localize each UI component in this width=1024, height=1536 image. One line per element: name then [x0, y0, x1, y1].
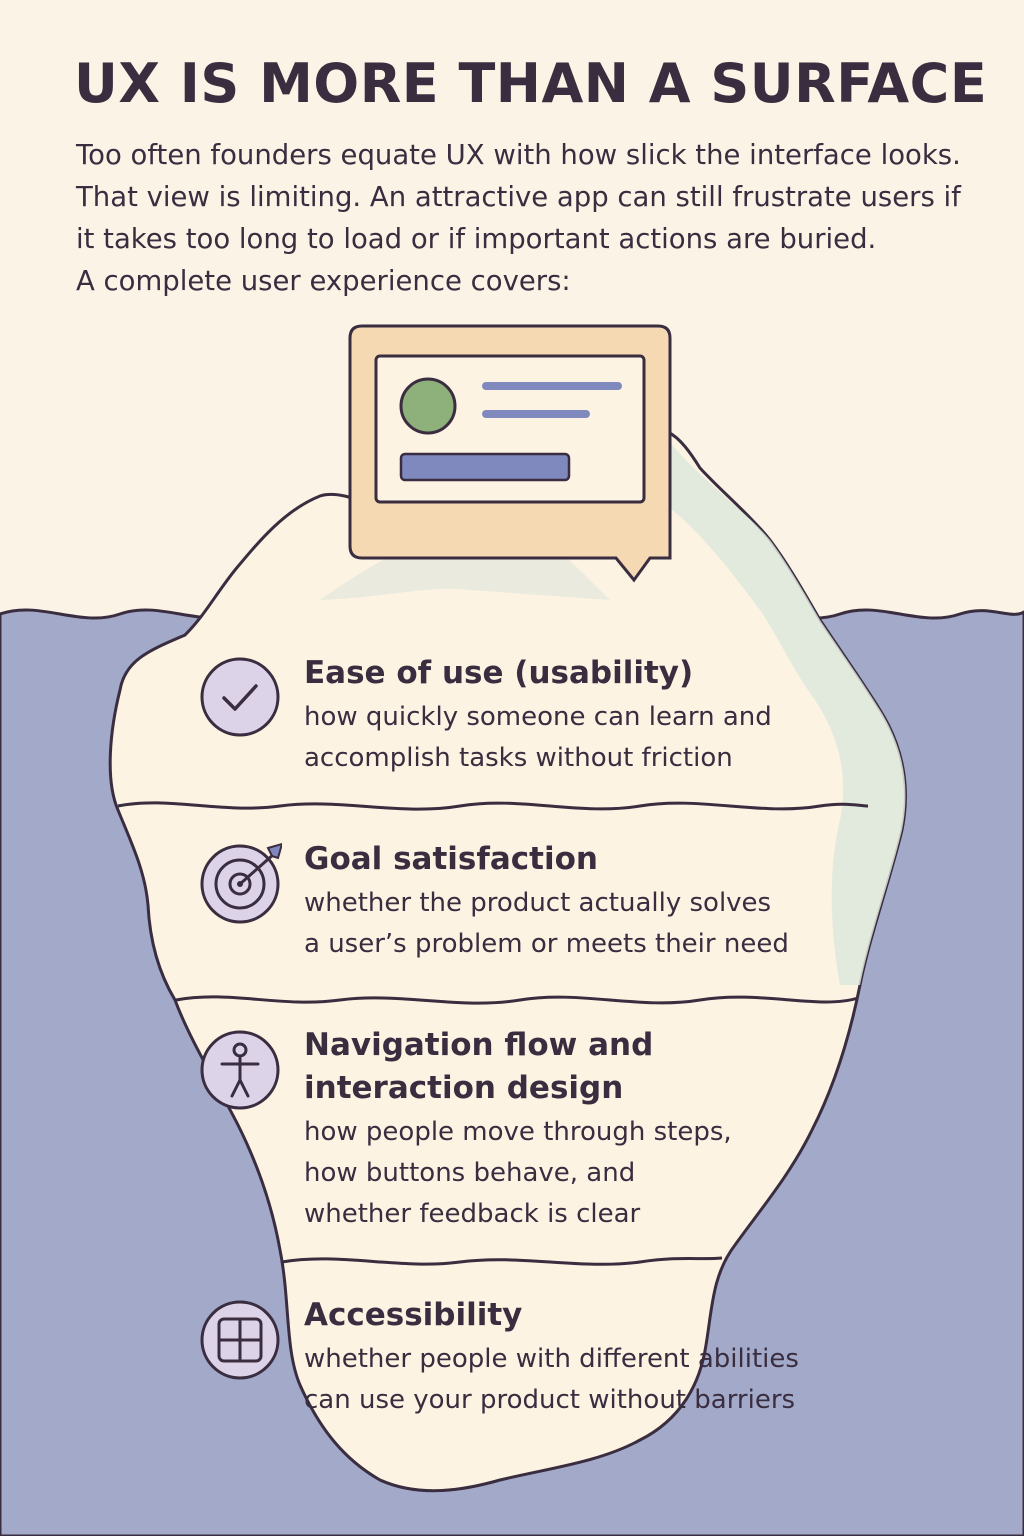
layer-description: a user’s problem or meets their need	[304, 929, 789, 959]
person-icon	[198, 1028, 282, 1112]
page-title: UX IS MORE THAN A SURFACE	[74, 52, 988, 115]
layer-heading: interaction design	[304, 1070, 624, 1106]
intro-line: That view is limiting. An attractive app…	[76, 181, 961, 213]
intro-paragraph: Too often founders equate UX with how sl…	[76, 134, 1016, 302]
app-screen-icon	[348, 324, 672, 583]
layer-navigation-interaction: Navigation flow and interaction design h…	[0, 1020, 1024, 1250]
layer-text: Navigation flow and interaction design h…	[304, 1024, 864, 1235]
layer-description: how quickly someone can learn and	[304, 702, 772, 732]
layer-text: Goal satisfaction whether the product ac…	[304, 838, 864, 965]
layer-heading: Goal satisfaction	[304, 841, 598, 877]
layer-description: how buttons behave, and	[304, 1158, 636, 1188]
layer-heading: Accessibility	[304, 1297, 523, 1333]
layer-heading: Navigation flow and	[304, 1027, 654, 1063]
layer-heading: Ease of use (usability)	[304, 655, 694, 691]
layer-description: whether feedback is clear	[304, 1199, 641, 1229]
layer-divider-3	[281, 1256, 723, 1266]
layer-divider-1	[117, 801, 869, 811]
layer-text: Accessibility whether people with differ…	[304, 1294, 864, 1421]
target-icon	[198, 842, 282, 926]
layer-text: Ease of use (usability) how quickly some…	[304, 652, 864, 779]
iceberg-shadow	[660, 440, 906, 985]
grid-icon	[198, 1298, 282, 1382]
layer-description: can use your product without barriers	[304, 1385, 796, 1415]
button-bar	[399, 452, 571, 482]
layer-description: accomplish tasks without friction	[304, 743, 733, 773]
intro-line: it takes too long to load or if importan…	[76, 223, 877, 255]
layer-description: whether people with different abilities	[304, 1344, 799, 1374]
intro-line: A complete user experience covers:	[76, 265, 571, 297]
intro-line: Too often founders equate UX with how sl…	[76, 139, 961, 171]
layer-accessibility: Accessibility whether people with differ…	[0, 1290, 1024, 1440]
text-line-1	[482, 382, 622, 390]
avatar-circle	[399, 377, 457, 435]
layer-description: how people move through steps,	[304, 1117, 732, 1147]
layer-description: whether the product actually solves	[304, 888, 772, 918]
layer-goal-satisfaction: Goal satisfaction whether the product ac…	[0, 826, 1024, 996]
checkmark-icon	[198, 655, 282, 739]
layer-usability: Ease of use (usability) how quickly some…	[0, 640, 1024, 800]
layer-divider-2	[175, 995, 859, 1005]
text-line-2	[482, 410, 590, 418]
